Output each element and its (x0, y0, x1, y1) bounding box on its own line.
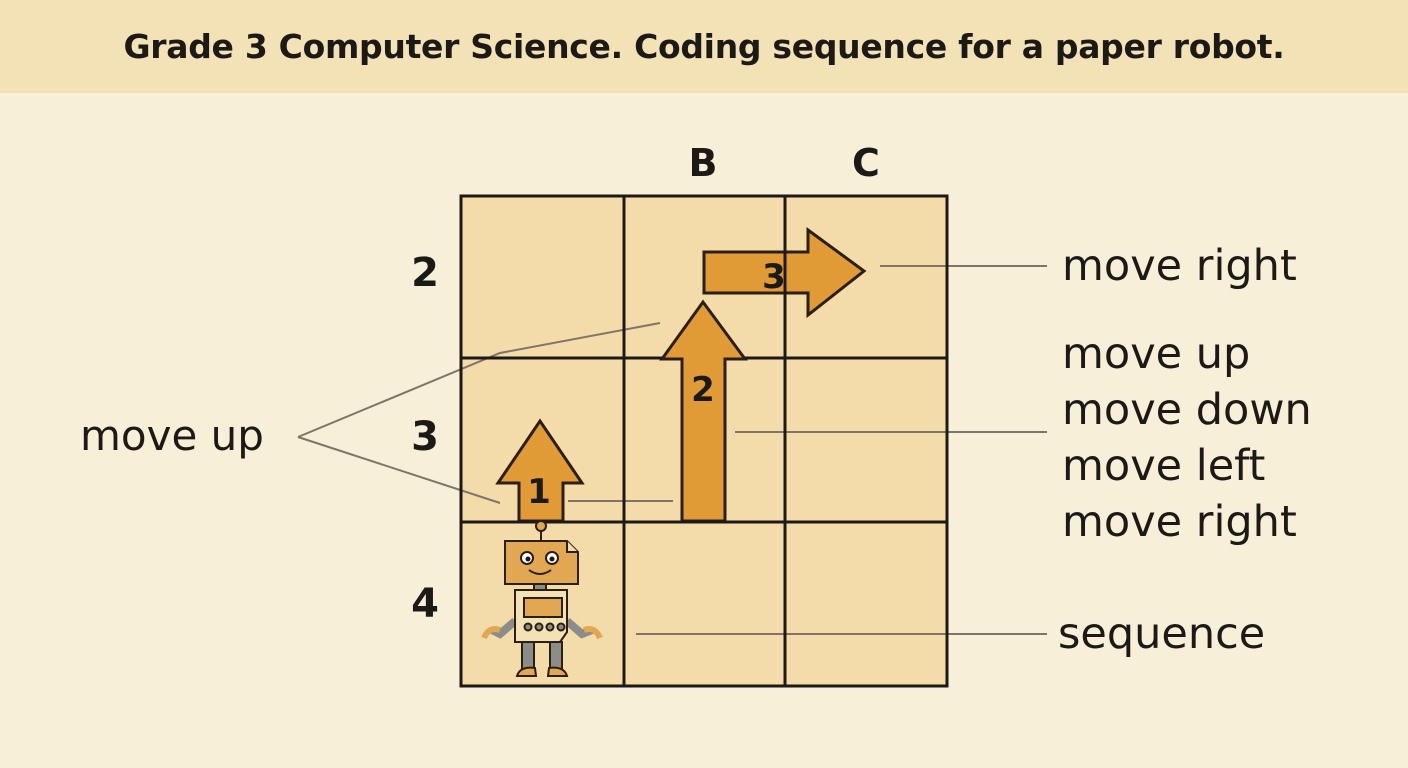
label-move-right: move right (1062, 241, 1297, 291)
command-move-up: move up (1062, 329, 1250, 379)
leader-line-step-1 (297, 436, 501, 504)
leader-line-step-2 (297, 322, 661, 438)
robot-pupil-right (549, 556, 555, 562)
callout-move-up: move up (80, 411, 264, 460)
robot-leg-left (521, 641, 535, 671)
robot-pupil-left (525, 556, 531, 562)
row-label-4: 4 (411, 581, 439, 627)
robot-screen (523, 597, 563, 618)
column-headers: B C (689, 141, 880, 185)
robot-antenna-tip (535, 520, 547, 532)
label-sequence: sequence (1058, 609, 1265, 659)
step-numbers: 1 2 3 (527, 257, 786, 512)
row-headers: 2 3 4 (411, 250, 439, 627)
step-number-1: 1 (527, 472, 551, 512)
column-label-c: C (852, 141, 880, 185)
robot-hand-left (481, 626, 502, 640)
robot-leg-right (549, 641, 563, 671)
robot-head-fold (566, 541, 578, 553)
robot-button (545, 622, 555, 632)
command-move-left: move left (1062, 441, 1265, 491)
step-number-2: 2 (691, 370, 715, 410)
header-bar: Grade 3 Computer Science. Coding sequenc… (0, 0, 1408, 93)
row-label-3: 3 (411, 414, 439, 460)
page-title: Grade 3 Computer Science. Coding sequenc… (123, 27, 1285, 66)
robot-foot-right (546, 666, 569, 677)
column-label-b: B (689, 141, 718, 185)
robot-mouth (528, 569, 552, 575)
robot-head (504, 540, 579, 585)
command-move-right: move right (1062, 497, 1297, 547)
step-number-3: 3 (762, 257, 786, 297)
command-move-down: move down (1062, 385, 1312, 435)
grid-border (459, 194, 949, 688)
row-label-2: 2 (411, 250, 439, 296)
robot-hand-right (582, 626, 603, 640)
robot-button (534, 622, 544, 632)
robot-button (523, 622, 533, 632)
arrow-step-2 (659, 299, 748, 523)
right-labels: move right move up move down move left m… (1058, 241, 1312, 659)
leader-lines (297, 265, 1047, 635)
arrow-step-1 (495, 418, 585, 523)
robot-foot-left (515, 666, 538, 677)
robot-button (556, 622, 566, 632)
robot-icon (481, 520, 603, 677)
